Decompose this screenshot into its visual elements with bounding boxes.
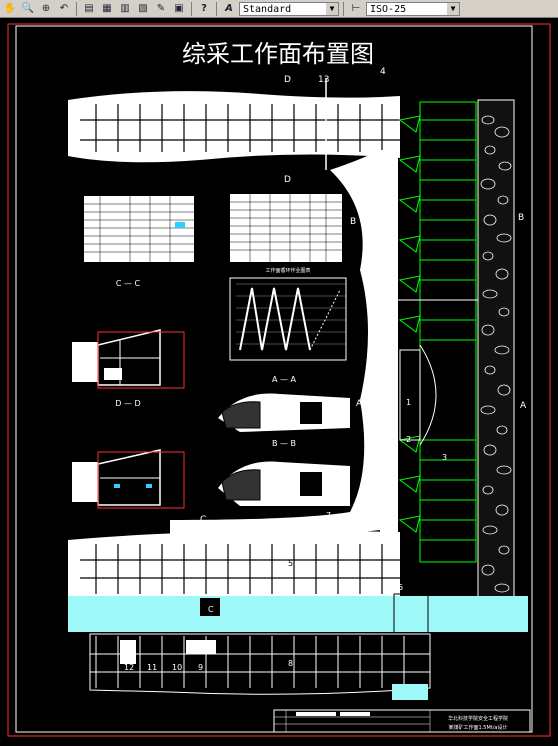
title-block: 华北科技学院安全工程学院 某煤矿工作面1.5Mt/a设计	[273, 709, 531, 733]
markup-icon[interactable]: ✎	[156, 3, 166, 14]
calculator-icon[interactable]: ▣	[174, 3, 184, 14]
dim-style-icon: ⊢	[351, 3, 361, 14]
label-7: 7	[326, 511, 331, 520]
equipment-table	[84, 196, 194, 262]
hydraulic-supports	[398, 101, 477, 563]
label-2: 2	[406, 435, 411, 444]
toolbar-separator	[191, 1, 192, 16]
label-8: 8	[288, 659, 293, 668]
chevron-down-icon[interactable]: ▼	[326, 2, 338, 15]
section-aa-title: A — A	[272, 375, 297, 384]
section-bb-drawing	[218, 461, 350, 506]
outer-frame	[7, 23, 551, 737]
toolbar-separator	[76, 1, 77, 16]
top-roadway	[68, 91, 400, 163]
label-1: 1	[406, 398, 411, 407]
properties-icon[interactable]: ▤	[84, 3, 94, 14]
drawing-svg: 综采工作面布置图 D 13 4 D 1 2 3	[7, 23, 551, 737]
parameter-table	[230, 194, 342, 262]
goaf-boundary	[170, 150, 380, 537]
zoom-previous-icon[interactable]: ↶	[59, 3, 69, 14]
section-aa-drawing	[218, 393, 350, 432]
label-6: 6	[398, 583, 403, 592]
section-bb-title: B — B	[272, 439, 296, 448]
label-b-left: B	[350, 217, 356, 227]
equipment-9	[186, 640, 216, 654]
drawing-canvas[interactable]: 综采工作面布置图 D 13 4 D 1 2 3	[0, 18, 558, 742]
text-style-value: Standard	[243, 3, 292, 15]
cutting-arc	[419, 344, 437, 446]
label-a-left: A	[356, 399, 363, 409]
label-3: 3	[442, 453, 447, 462]
label-5: 5	[288, 559, 293, 568]
coal-seam	[477, 99, 515, 599]
shearer	[399, 349, 421, 441]
label-10: 10	[172, 663, 182, 672]
face-roadway	[380, 150, 398, 560]
label-9: 9	[198, 663, 203, 672]
pan-icon[interactable]: ✋	[3, 3, 17, 14]
equipment-12	[120, 640, 136, 664]
lower-roadway	[89, 633, 431, 695]
bottom-roadway-supports	[80, 544, 400, 594]
section-cc-title: C — C	[116, 279, 141, 288]
cycle-graph	[229, 277, 347, 361]
toolbar-separator	[343, 1, 344, 16]
title-block-line2: 某煤矿工作面1.5Mt/a设计	[449, 724, 508, 731]
design-center-icon[interactable]: ▦	[102, 3, 112, 14]
label-b-right: B	[518, 213, 524, 223]
bottom-roadway	[68, 531, 400, 596]
top-roadway-supports	[80, 104, 400, 152]
text-style-icon: A	[225, 3, 233, 14]
rock-pattern	[480, 115, 512, 593]
label-a-right: A	[520, 401, 527, 411]
cycle-graph-caption: 工作面循环作业图表	[265, 267, 310, 274]
tool-palettes-icon[interactable]: ▥	[120, 3, 130, 14]
section-cc-drawing	[72, 329, 185, 389]
help-icon[interactable]: ?	[201, 3, 207, 14]
channel-block	[200, 598, 220, 616]
cad-toolbar: ✋ 🔍 ⊕ ↶ ▤ ▦ ▥ ▧ ✎ ▣ ? A Standard ▼ ⊢ ISO…	[0, 0, 558, 18]
dim-style-select[interactable]: ISO-25 ▼	[366, 1, 460, 16]
toolbar-separator	[216, 1, 217, 16]
zoom-realtime-icon[interactable]: 🔍	[21, 3, 35, 14]
label-c-bottom: C	[208, 605, 214, 614]
text-style-select[interactable]: Standard ▼	[239, 1, 339, 16]
label-12: 12	[124, 663, 134, 672]
dim-style-value: ISO-25	[370, 3, 407, 15]
label-11: 11	[147, 663, 157, 672]
chevron-down-icon[interactable]: ▼	[447, 2, 459, 15]
label-d-top: D	[284, 75, 291, 85]
section-dd-title: D — D	[115, 399, 140, 408]
lower-water	[392, 684, 428, 700]
label-c-left: C	[200, 515, 206, 525]
label-d-mid: D	[284, 175, 291, 185]
title-block-line1: 华北科技学院安全工程学院	[448, 715, 508, 722]
label-4-top: 4	[380, 67, 386, 77]
label-13: 13	[318, 75, 329, 85]
section-dd-drawing	[72, 449, 185, 509]
water-channel	[68, 596, 528, 632]
sheet-set-icon[interactable]: ▧	[138, 3, 148, 14]
drawing-title: 综采工作面布置图	[182, 40, 374, 68]
zoom-window-icon[interactable]: ⊕	[41, 3, 51, 14]
